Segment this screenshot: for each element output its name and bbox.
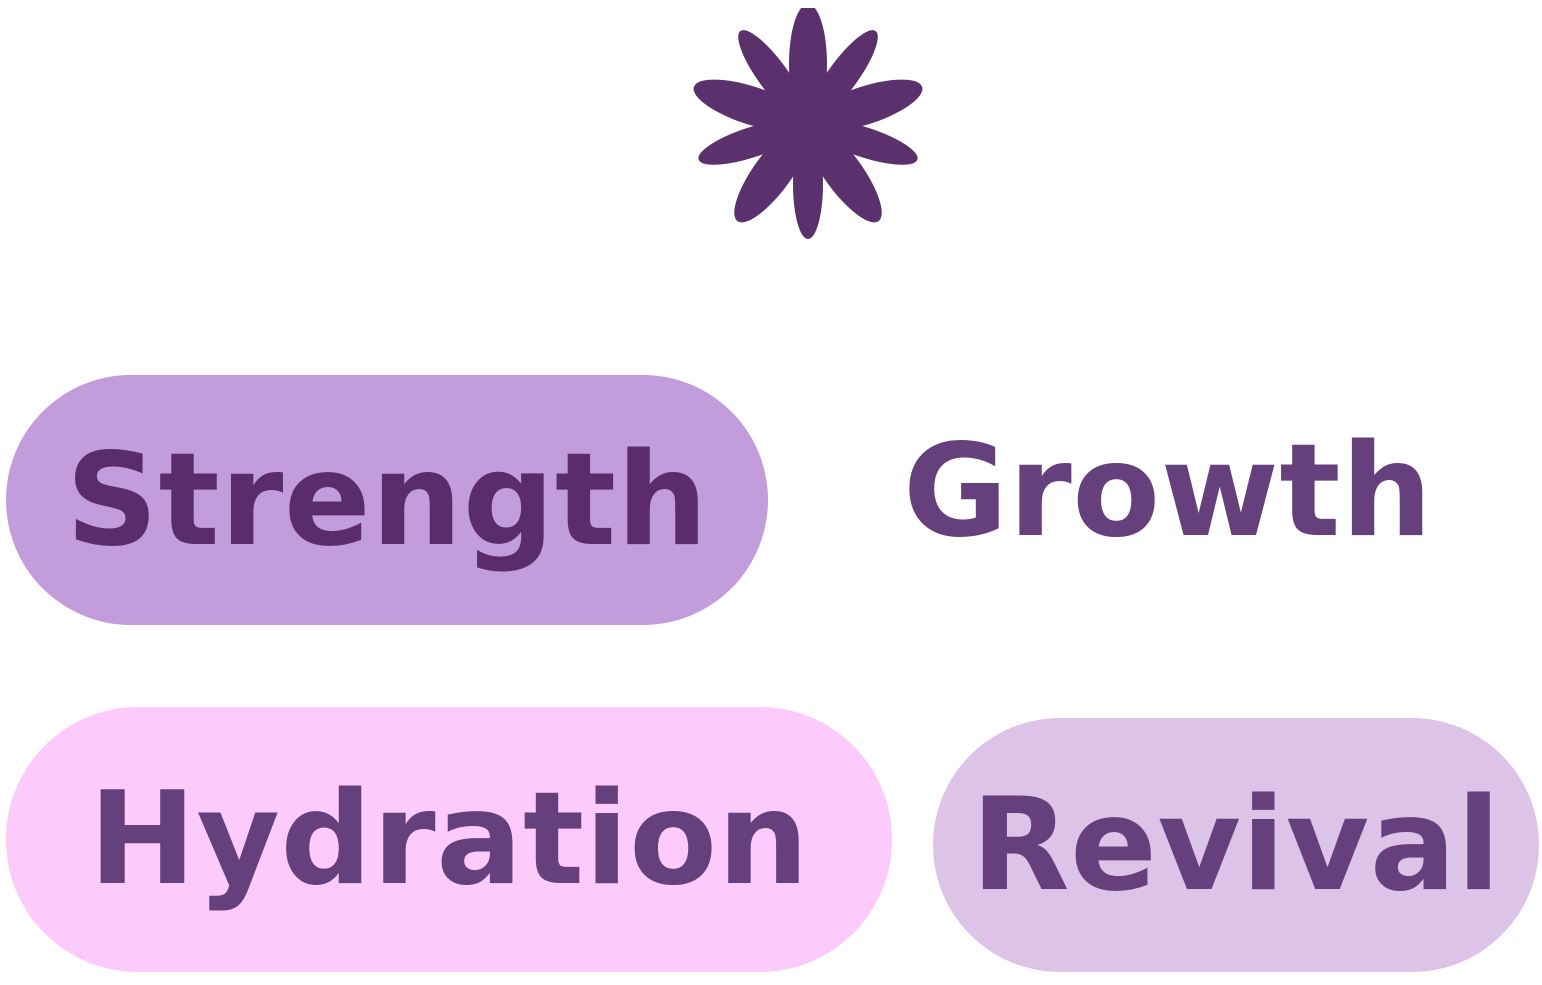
growth-label: Growth bbox=[903, 417, 1433, 566]
revival-pill: Revival bbox=[933, 718, 1539, 972]
hydration-pill: Hydration bbox=[6, 707, 892, 972]
flower-icon bbox=[692, 4, 924, 240]
hydration-label: Hydration bbox=[88, 765, 810, 914]
revival-label: Revival bbox=[971, 770, 1501, 920]
strength-label: Strength bbox=[65, 425, 709, 575]
strength-pill: Strength bbox=[6, 375, 768, 625]
